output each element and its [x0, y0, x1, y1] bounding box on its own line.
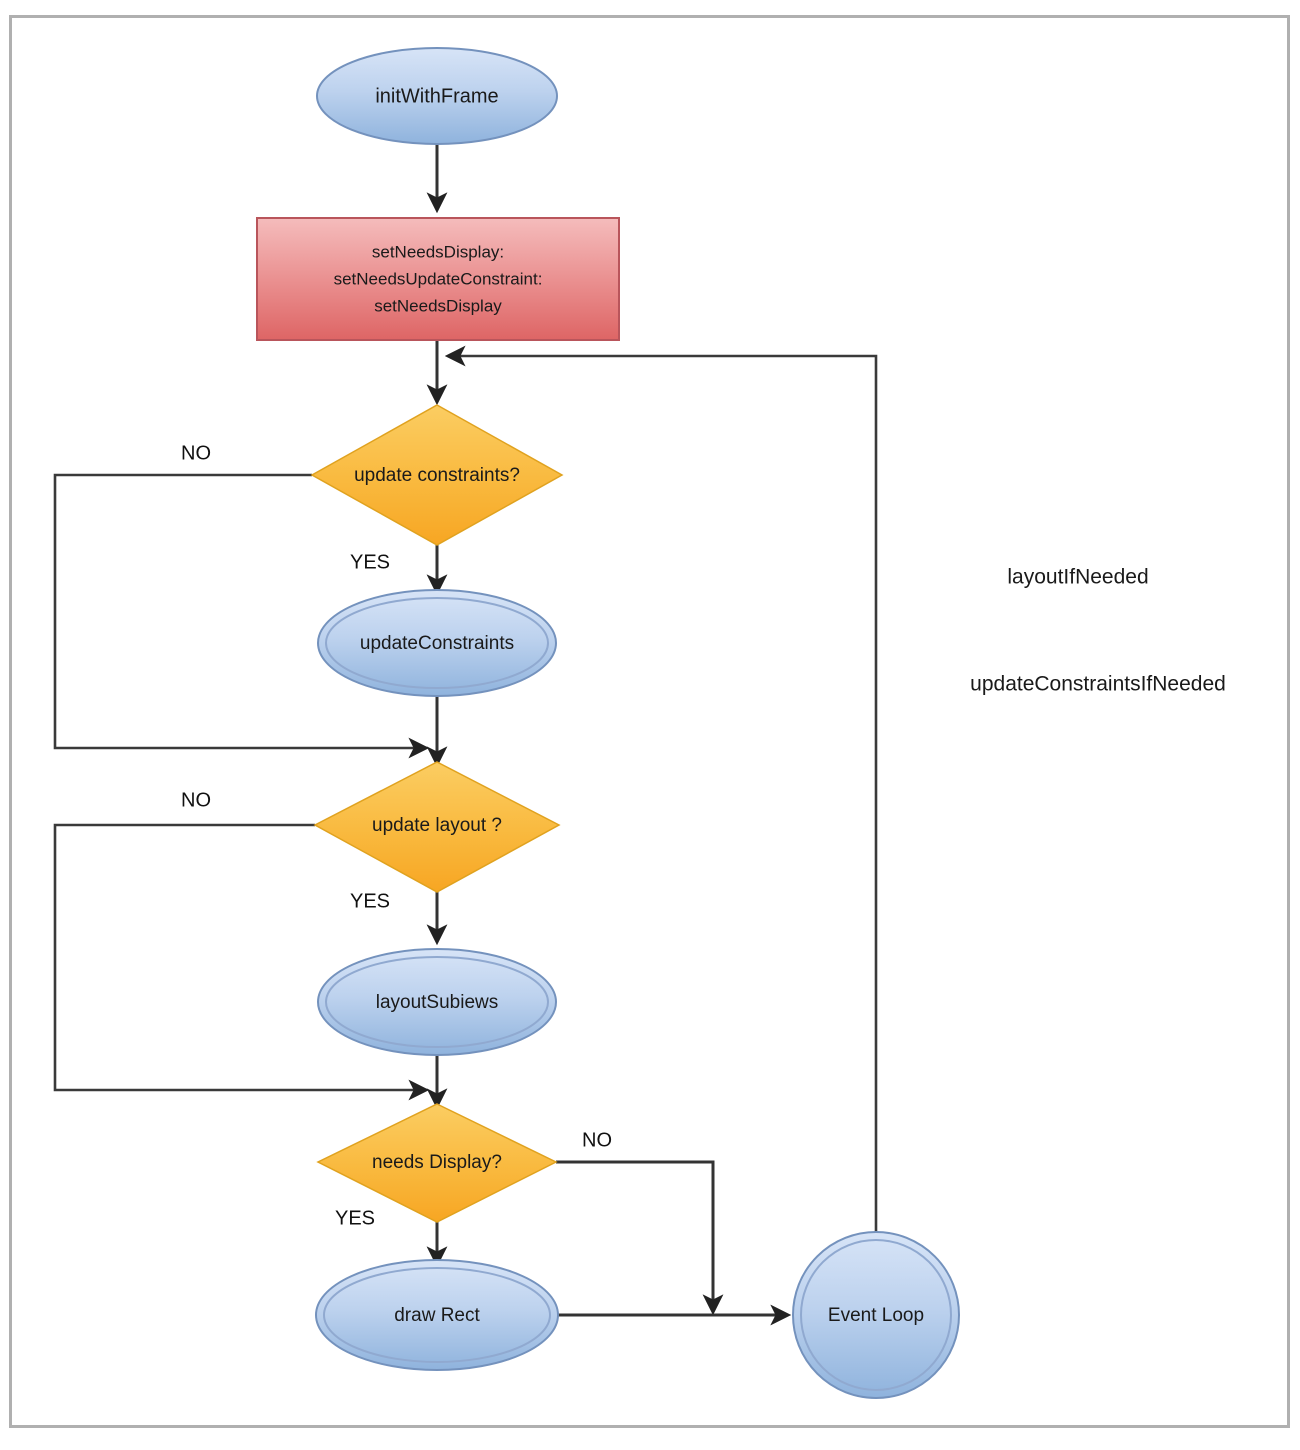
- node-init-with-frame-label: initWithFrame: [375, 85, 498, 107]
- diagram-frame-border: [9, 15, 1290, 1428]
- node-needs-display-decision[interactable]: needs Display?: [316, 1103, 558, 1223]
- edge-label-display-no: NO: [582, 1129, 612, 1151]
- node-init-with-frame[interactable]: initWithFrame: [316, 47, 558, 145]
- edge-constraints-no: [53, 473, 430, 759]
- node-update-constraints-decision[interactable]: update constraints?: [310, 404, 564, 546]
- node-update-layout-decision[interactable]: update layout ?: [313, 761, 561, 893]
- node-layout-subviews[interactable]: layoutSubiews: [317, 948, 557, 1056]
- node-draw-rect[interactable]: draw Rect: [315, 1259, 559, 1371]
- node-event-loop-label: Event Loop: [828, 1305, 924, 1326]
- node-event-loop[interactable]: Event Loop: [792, 1231, 960, 1399]
- side-note-layout-if-needed: layoutIfNeeded: [1007, 566, 1148, 589]
- node-update-constraints[interactable]: updateConstraints: [317, 589, 557, 697]
- edge-eventloop-feedback: [444, 345, 878, 1245]
- node-set-needs-box[interactable]: setNeedsDisplay: setNeedsUpdateConstrain…: [256, 217, 620, 341]
- node-update-constraints-label: updateConstraints: [360, 633, 514, 654]
- node-set-needs-line3: setNeedsDisplay: [374, 296, 502, 315]
- node-set-needs-line2: setNeedsUpdateConstraint:: [334, 269, 543, 288]
- edge-label-display-yes: YES: [335, 1207, 375, 1229]
- node-needs-display-decision-label: needs Display?: [372, 1152, 502, 1173]
- node-draw-rect-label: draw Rect: [394, 1305, 480, 1326]
- edge-label-layout-no: NO: [181, 789, 211, 811]
- edge-display-no: [556, 1160, 724, 1316]
- node-layout-subviews-label: layoutSubiews: [376, 992, 499, 1013]
- node-set-needs-line1: setNeedsDisplay:: [372, 242, 504, 261]
- edge-label-constraints-no: NO: [181, 442, 211, 464]
- edge-label-constraints-yes: YES: [350, 551, 390, 573]
- node-update-constraints-decision-label: update constraints?: [354, 465, 520, 486]
- edge-label-layout-yes: YES: [350, 890, 390, 912]
- side-note-update-constraints-if-needed: updateConstraintsIfNeeded: [970, 673, 1226, 696]
- node-update-layout-decision-label: update layout ?: [372, 815, 502, 836]
- edge-layout-no: [53, 823, 430, 1101]
